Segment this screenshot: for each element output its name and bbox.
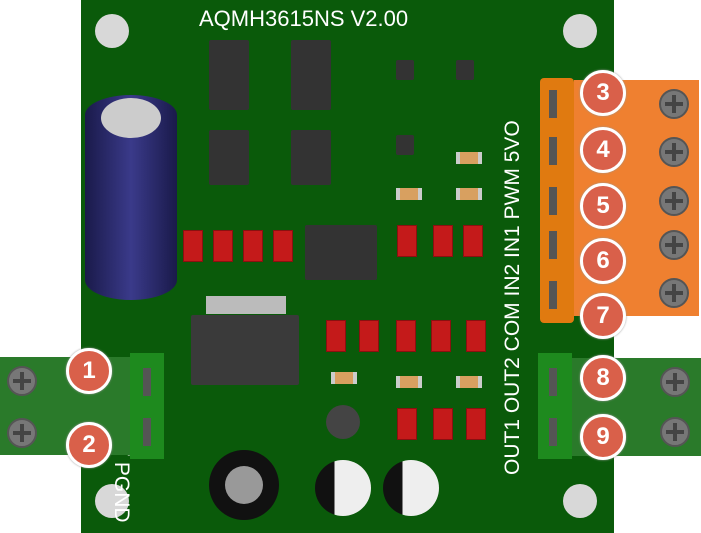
badge-8: 8 [580, 355, 626, 401]
mount-hole [95, 484, 129, 518]
screw-icon[interactable] [660, 417, 690, 447]
capacitor-top [101, 98, 161, 138]
smd-capacitor [456, 188, 482, 200]
orange-terminal-header [540, 78, 574, 323]
resistor [243, 230, 263, 262]
ic-chip [291, 130, 331, 185]
screw-icon[interactable] [659, 278, 689, 308]
badge-9: 9 [580, 414, 626, 460]
mount-hole [95, 14, 129, 48]
badge-6: 6 [580, 238, 626, 284]
smd-capacitor [456, 376, 482, 388]
smd-capacitor [396, 376, 422, 388]
resistor [397, 408, 417, 440]
resistor [431, 320, 451, 352]
smd-capacitor [456, 152, 482, 164]
resistor [466, 408, 486, 440]
smd-capacitor [396, 188, 422, 200]
badge-4: 4 [580, 127, 626, 173]
smd-capacitor [331, 372, 357, 384]
screw-icon[interactable] [660, 367, 690, 397]
board-title: AQMH3615NS V2.00 [199, 6, 409, 31]
badge-3: 3 [580, 70, 626, 116]
io-label: OUT1 OUT2 COM IN2 IN1 PWM 5VO [501, 120, 524, 475]
screw-icon[interactable] [659, 186, 689, 216]
badge-7: 7 [580, 293, 626, 339]
ic-chip [209, 40, 249, 110]
pcb-board: AQMH3615NS V2.00 9-36V PGND OUT1 OUT2 CO… [81, 0, 614, 533]
screw-icon[interactable] [659, 89, 689, 119]
resistor [466, 320, 486, 352]
screw-icon[interactable] [7, 366, 37, 396]
mount-hole [563, 14, 597, 48]
ic-chip [291, 40, 331, 110]
resistor [397, 225, 417, 257]
resistor [273, 230, 293, 262]
resistor [396, 320, 416, 352]
resistor [463, 225, 483, 257]
resistor [183, 230, 203, 262]
transistor [396, 60, 414, 80]
regulator-tab [206, 296, 286, 314]
regulator [191, 315, 299, 385]
badge-5: 5 [580, 183, 626, 229]
screw-icon[interactable] [659, 137, 689, 167]
ic-chip [305, 225, 377, 280]
transistor [456, 60, 474, 80]
transistor [396, 135, 414, 155]
ic-chip [209, 130, 249, 185]
capacitor-round [315, 460, 371, 516]
badge-2: 2 [66, 422, 112, 468]
badge-1: 1 [66, 348, 112, 394]
resistor [433, 408, 453, 440]
resistor [433, 225, 453, 257]
capacitor-round [383, 460, 439, 516]
mount-hole [563, 484, 597, 518]
screw-icon[interactable] [659, 230, 689, 260]
screw-icon[interactable] [7, 418, 37, 448]
resistor [326, 320, 346, 352]
resistor [359, 320, 379, 352]
inductor [209, 450, 279, 520]
sensor [326, 405, 360, 439]
resistor [213, 230, 233, 262]
